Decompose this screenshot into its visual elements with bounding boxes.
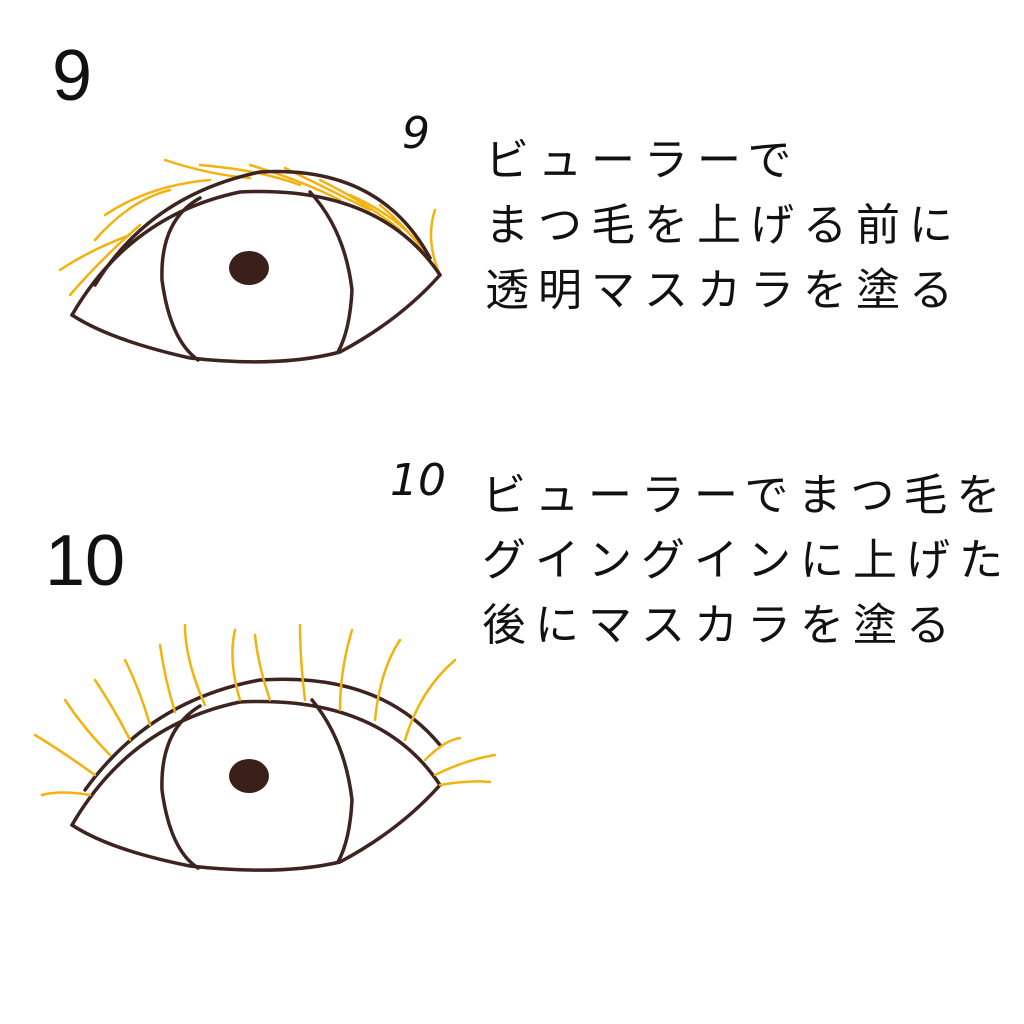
upper-lid [70,699,442,827]
iris [160,698,354,870]
caption-line: グイングインに上げた [482,535,1012,586]
pupil [229,759,269,793]
crease-line [93,169,432,287]
step-9-caption: ビューラーで まつ毛を上げる前に 透明マスカラを塗る [485,128,962,323]
caption-line: ビューラーでまつ毛を [482,470,1010,521]
caption-line: 後にマスカラを塗る [482,600,959,651]
step-10-number: 10 [45,521,126,601]
caption-line: まつ毛を上げる前に [485,200,962,251]
pupil [229,251,269,285]
eye-step-10 [33,623,497,872]
step-10-caption: ビューラーでまつ毛を グイングインに上げた 後にマスカラを塗る [482,463,1012,658]
eye-step-9 [58,158,442,364]
step-9-number: 9 [52,36,93,116]
caption-line: ビューラーで [485,135,801,186]
step-9-small-number: 9 [402,108,430,159]
upper-lid [70,189,442,317]
iris [160,190,354,362]
step-10-small-number: 10 [390,455,446,506]
lower-lid [70,273,442,364]
lower-lid [70,783,442,872]
curled-lashes [33,623,497,797]
caption-line: 透明マスカラを塗る [485,265,962,316]
